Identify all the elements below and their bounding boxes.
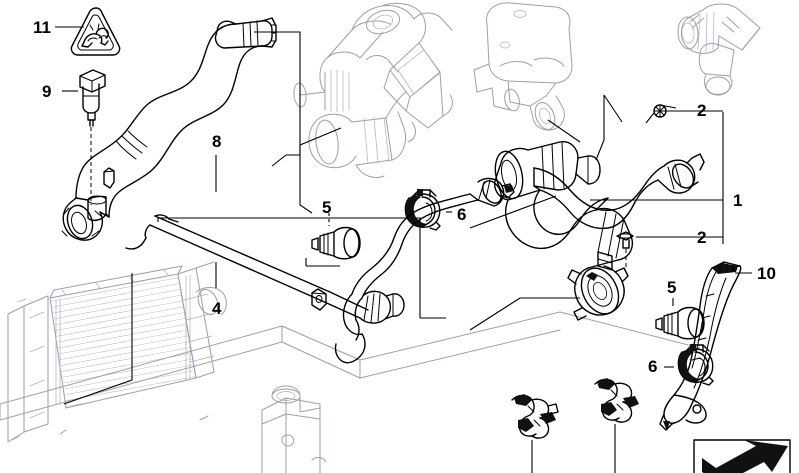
temperature-sensor — [79, 69, 106, 127]
boxed-arrow-symbol — [693, 439, 791, 473]
upper-radiator-hose — [61, 17, 277, 241]
pointer-ghost-to-clamp-a — [603, 94, 623, 123]
callout-9[interactable]: 9 — [42, 82, 52, 101]
bottom-clip-left — [511, 394, 559, 473]
callout-8[interactable]: 8 — [212, 132, 222, 151]
ghost-expansion-tank — [261, 385, 327, 473]
callout-2-upper[interactable]: 2 — [697, 101, 707, 120]
engine-water-hose-assembly — [494, 141, 705, 321]
pointer-8-top — [254, 31, 301, 156]
pointer-hose-tail-left — [469, 195, 557, 229]
callout-6-right[interactable]: 6 — [648, 357, 658, 376]
pointer-8-hose — [271, 154, 287, 167]
pointer-ghost-to-hose-b — [547, 119, 581, 143]
bottom-clip-right — [594, 378, 639, 473]
pointer-5-left-bracket — [305, 258, 340, 267]
pointer-ghost-neck-to-5 — [299, 127, 342, 214]
pointer-ghost-to-hose-a — [595, 95, 605, 161]
callout-6-left[interactable]: 6 — [457, 205, 467, 224]
screw-grommet-right — [655, 306, 705, 340]
hose-clamp-lower — [616, 231, 688, 268]
ghost-engine-block — [473, 2, 573, 131]
ghost-thermostat-housing — [293, 2, 453, 179]
lower-radiator-hose — [125, 214, 405, 324]
pointer-assembly-lower-tail — [469, 297, 521, 331]
support-bracket — [659, 261, 742, 431]
warning-triangle-icon — [70, 7, 121, 56]
callout-4[interactable]: 4 — [212, 299, 222, 318]
pointer-4-frame — [157, 217, 421, 318]
retaining-clip-right — [677, 344, 714, 386]
callout-5-right[interactable]: 5 — [667, 278, 677, 297]
ghost-upper-tank-neck — [677, 3, 761, 96]
screw-grommet-left — [311, 226, 361, 260]
callout-2-lower[interactable]: 2 — [697, 228, 707, 247]
pointer-radiator — [63, 273, 133, 405]
callout-5-left[interactable]: 5 — [322, 198, 332, 217]
pointer-ghost-to-clamp-b — [659, 104, 677, 109]
callout-11[interactable]: 11 — [33, 18, 51, 37]
callout-1[interactable]: 1 — [733, 191, 743, 210]
ghost-chassis-rail — [0, 311, 701, 421]
callout-10[interactable]: 10 — [757, 264, 776, 283]
vent-hose — [334, 177, 515, 364]
ghost-radiator — [7, 261, 227, 443]
